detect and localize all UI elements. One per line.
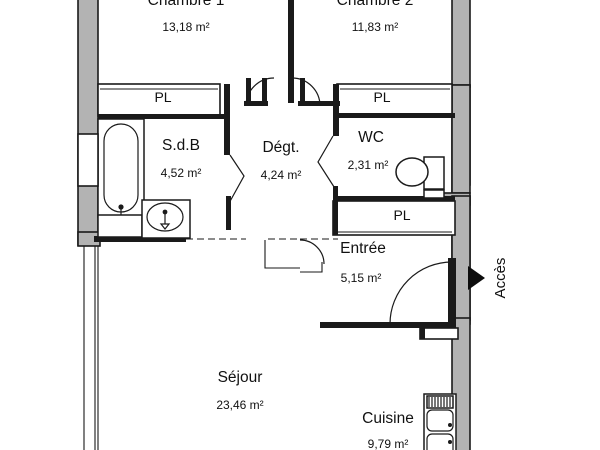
- wall-sdb-right-upper: [224, 84, 230, 119]
- wall-degt-jamb-left: [246, 78, 251, 106]
- room-area-sejour: 23,46 m²: [216, 398, 263, 412]
- sdb-cabinet: [97, 214, 143, 238]
- room-label-sejour: Séjour: [218, 369, 263, 386]
- wall-sejour-step: [264, 240, 300, 269]
- wall-pl-entree-left: [333, 201, 338, 235]
- wall-sdb-top: [98, 114, 230, 119]
- room-label-chambre2: Chambre 2: [337, 0, 414, 9]
- kitchen-sink-basin-1: [426, 409, 454, 432]
- door-arc-chambre1: [245, 77, 275, 107]
- sdb-washbasin-drain-icon: [159, 223, 171, 230]
- door-leaf-sdb: [226, 196, 231, 230]
- kitchen-stove: [426, 395, 454, 409]
- acces-arrow-group: [468, 266, 485, 290]
- door-arc-entree: [389, 261, 453, 325]
- door-arc-sdb: [227, 154, 245, 206]
- door-arc-chambre2: [291, 77, 321, 107]
- wall-chambre-divider: [288, 0, 294, 103]
- partition-walls: [94, 0, 459, 340]
- annotation-labels: Accès: [492, 258, 509, 299]
- wall-cuisine-nook-edge: [420, 328, 425, 339]
- wall-cuisine-top: [320, 322, 456, 328]
- room-area-sdb: 4,52 m²: [161, 166, 202, 180]
- kitchen-sink-drain-2-icon: [448, 440, 452, 444]
- room-area-degt: 4,24 m²: [261, 168, 302, 182]
- closet-label-chambre1: PL: [154, 89, 171, 105]
- wall-wc-sill: [316, 101, 340, 106]
- wc-base: [423, 189, 445, 199]
- room-label-wc: WC: [358, 129, 384, 146]
- wall-degt-sill-left: [244, 101, 268, 106]
- sdb-fixtures: [77, 118, 191, 239]
- cuisine-fixtures: [423, 393, 457, 450]
- room-label-degt: Dégt.: [262, 139, 299, 156]
- wall-wc-bottom: [333, 196, 455, 201]
- wall-sdb-right: [224, 119, 230, 155]
- wall-left-exterior: [77, 0, 99, 246]
- wall-degt-jamb-mid: [262, 78, 267, 106]
- wall-wc-top: [333, 113, 455, 118]
- kitchen-stove-grate-icon: [428, 397, 451, 407]
- wall-degt-sill-right: [298, 101, 320, 106]
- doors: [226, 77, 456, 325]
- window-left-sejour: [83, 246, 99, 450]
- wc-fixtures: [395, 156, 445, 199]
- bathtub-outline: [97, 118, 145, 218]
- kitchen-sink-basin-2: [426, 433, 454, 450]
- wall-cuisine-nook: [419, 327, 459, 340]
- kitchen-sink-drain-1-icon: [448, 423, 452, 427]
- room-labels: Chambre 1 13,18 m² Chambre 2 11,83 m² S.…: [148, 0, 414, 450]
- room-label-entree: Entrée: [340, 240, 386, 257]
- room-area-cuisine: 9,79 m²: [368, 437, 409, 450]
- door-leaf-entree: [448, 258, 456, 324]
- room-area-chambre1: 13,18 m²: [162, 20, 209, 34]
- wall-wc-left: [333, 118, 339, 136]
- acces-label: Accès: [492, 258, 509, 299]
- door-arc-sejour: [299, 239, 325, 265]
- wall-right-wc: [451, 84, 471, 194]
- room-area-chambre2: 11,83 m²: [352, 20, 398, 34]
- door-leaf-wc: [333, 186, 338, 198]
- closet-label-chambre2: PL: [373, 89, 390, 105]
- door-arc-wc: [317, 135, 337, 191]
- wall-wc-left-upper: [333, 84, 339, 114]
- closet-labels: PL PL PL: [154, 89, 410, 223]
- room-area-wc: 2,31 m²: [348, 158, 389, 172]
- room-label-chambre1: Chambre 1: [148, 0, 225, 9]
- door-leaf-sejour: [300, 262, 323, 273]
- sdb-washbasin-bowl: [146, 202, 184, 232]
- wall-right-upper: [451, 0, 471, 88]
- room-label-cuisine: Cuisine: [362, 410, 414, 427]
- room-area-entree: 5,15 m²: [341, 271, 382, 285]
- acces-arrow-icon: [468, 266, 485, 290]
- wall-sejour-top-left: [94, 236, 186, 242]
- room-label-sdb: S.d.B: [162, 137, 200, 154]
- wc-toilet-bowl: [395, 157, 429, 187]
- window-sdb: [77, 133, 99, 187]
- sdb-washbasin-box: [141, 199, 191, 239]
- closet-label-entree: PL: [393, 207, 410, 223]
- wall-degt-jamb-right: [300, 78, 305, 106]
